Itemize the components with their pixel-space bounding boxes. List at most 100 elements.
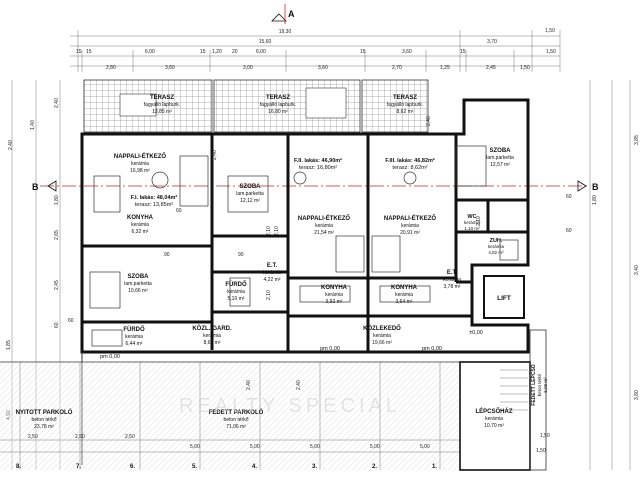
- dim-r2-0: 15: [76, 49, 82, 55]
- svg-text:SZOBA: SZOBA: [490, 148, 512, 154]
- svg-text:kerámia: kerámia: [464, 220, 481, 225]
- svg-text:ZUH.: ZUH.: [490, 238, 503, 244]
- svg-text:beton térkő: beton térkő: [31, 417, 56, 423]
- dim-bottom-6: 5,00: [370, 444, 380, 450]
- dim-inner-5: 2,10: [476, 216, 482, 226]
- room-lepcsohaz: LÉPCSŐHÁZ kerámia 10,70 m²: [475, 407, 512, 429]
- dim-bottom-7: 5,00: [420, 444, 430, 450]
- svg-text:NYITOTT PARKOLÓ: NYITOTT PARKOLÓ: [16, 408, 73, 416]
- room-szoba-1: SZOBA lam.parketta 10,66 m²: [124, 274, 152, 294]
- room-nyitott-parkolo: NYITOTT PARKOLÓ beton térkő 23,78 m²: [16, 408, 73, 430]
- dim-r2-10: 1,50: [546, 49, 556, 55]
- dim-inner-8: 60: [68, 318, 74, 324]
- svg-text:4,22 m²: 4,22 m²: [264, 277, 281, 283]
- svg-text:terasz: 8,62m²: terasz: 8,62m²: [392, 165, 427, 171]
- svg-text:F.II. lakás: 46,90m²: F.II. lakás: 46,90m²: [294, 157, 342, 164]
- svg-text:71,06 m²: 71,06 m²: [226, 424, 246, 430]
- right-dimension-lines: 3,85 1,80 60 3,40 60 3,80 1,50: [540, 80, 640, 470]
- dim-bottom-1: 2,50: [75, 434, 85, 440]
- dim-bottom-5: 5,00: [310, 444, 320, 450]
- svg-text:kerámia: kerámia: [488, 244, 505, 249]
- svg-text:F.III. lakás: 46,82m²: F.III. lakás: 46,82m²: [385, 157, 435, 164]
- svg-text:16,98 m²: 16,98 m²: [130, 168, 150, 174]
- dim-right-6: 1,50: [540, 433, 550, 439]
- svg-text:NAPPALI-ÉTKEZŐ: NAPPALI-ÉTKEZŐ: [298, 214, 351, 222]
- svg-text:FEDETT LÉPCSŐ: FEDETT LÉPCSŐ: [529, 364, 537, 406]
- room-kozl-gard: KÖZL.-GARD. kerámia 8,64 m²: [192, 325, 232, 346]
- svg-text:kerámia: kerámia: [401, 223, 419, 229]
- axis-num-2: 2.: [372, 464, 377, 470]
- dim-r3-2: 3,00: [243, 65, 253, 71]
- svg-text:16,80 m²: 16,80 m²: [268, 109, 288, 115]
- level-mark-4: pm 0,00: [422, 346, 442, 352]
- svg-text:kerámia: kerámia: [315, 223, 333, 229]
- dim-right-4: 60: [566, 228, 572, 234]
- room-et-1: E.T. kerámia 4,22 m²: [263, 263, 281, 283]
- svg-text:23,78 m²: 23,78 m²: [34, 424, 54, 430]
- svg-text:TERASZ: TERASZ: [150, 95, 174, 101]
- dim-r2-5: 20: [232, 49, 238, 55]
- dim-r3-1: 3,60: [165, 65, 175, 71]
- room-szoba-2: SZOBA lam.parketta 12,12 m²: [236, 184, 264, 204]
- svg-text:3,92 m²: 3,92 m²: [326, 299, 343, 305]
- svg-text:13,85 m²: 13,85 m²: [152, 109, 172, 115]
- dim-r3-4: 2,70: [392, 65, 402, 71]
- room-szoba-3: SZOBA lam.parketta 12,57 m²: [486, 148, 514, 168]
- dim-left-2: 1,40: [30, 120, 36, 130]
- svg-text:19,66 m²: 19,66 m²: [372, 340, 392, 346]
- apartment-summary-1: F.I. lakás: 48,04m² terasz: 13,85m²: [131, 194, 178, 208]
- room-konyha-2: KONYHA kerámia 3,92 m²: [321, 285, 348, 305]
- room-lift: LIFT: [497, 295, 511, 302]
- svg-text:E.T.: E.T.: [447, 270, 458, 276]
- dim-r3-3: 3,60: [318, 65, 328, 71]
- room-furdo-1: FÜRDŐ kerámia 6,44 m²: [123, 326, 145, 347]
- terraces: [83, 79, 429, 133]
- svg-text:KONYHA: KONYHA: [391, 285, 418, 291]
- axis-num-4: 4.: [252, 464, 257, 470]
- svg-text:lam.parketta: lam.parketta: [124, 281, 152, 287]
- room-zuh: ZUH. kerámia 4,82 m²: [488, 238, 505, 255]
- dim-right-2: 60: [566, 194, 572, 200]
- dim-r2-2: 6,00: [145, 49, 155, 55]
- dim-left-7: 1,85: [6, 340, 12, 350]
- svg-text:NAPPALI-ÉTKEZŐ: NAPPALI-ÉTKEZŐ: [114, 152, 167, 160]
- svg-text:F.I. lakás: 48,04m²: F.I. lakás: 48,04m²: [131, 194, 178, 201]
- dim-inner-2: 2,10: [266, 226, 272, 236]
- dim-inner-7: 90: [238, 252, 244, 258]
- dim-left-4: 2,65: [54, 230, 60, 240]
- dim-left-1: 2,40: [54, 98, 60, 108]
- svg-text:terasz: 13,85m²: terasz: 13,85m²: [135, 202, 173, 208]
- svg-text:fagyálló lapburk.: fagyálló lapburk.: [144, 102, 180, 108]
- axis-label-b-right: B: [592, 182, 599, 192]
- dim-r2-3: 15: [200, 49, 206, 55]
- svg-text:kerámia: kerámia: [443, 277, 461, 283]
- svg-text:5,10 m²: 5,10 m²: [228, 296, 245, 302]
- dim-top-1: 15,60: [259, 39, 272, 45]
- axis-num-5: 5.: [192, 464, 197, 470]
- furniture: [89, 145, 519, 347]
- inner-dimensions: 2,40 2,40 2,10 2,10 2,10 2,10 90 90 60 6…: [68, 116, 482, 390]
- dim-bottom-3: 5,00: [190, 444, 200, 450]
- svg-text:LÉPCSŐHÁZ: LÉPCSŐHÁZ: [475, 407, 512, 415]
- axis-label-b-left: B: [32, 182, 39, 192]
- dim-inner-1: 2,40: [426, 116, 432, 126]
- axis-label-a: A: [288, 9, 295, 19]
- dim-inner-11: 2,40: [296, 380, 302, 390]
- dim-left-3: 1,80: [54, 195, 60, 205]
- dim-total-width: 19,30: [279, 29, 292, 35]
- svg-text:3,64 m²: 3,64 m²: [396, 299, 413, 305]
- axis-num-1: 1.: [432, 464, 437, 470]
- svg-text:6,44 m²: 6,44 m²: [126, 341, 143, 347]
- dim-bottom-0: 2,50: [28, 434, 38, 440]
- dim-r2-9: 15: [460, 49, 466, 55]
- svg-text:beton térkő: beton térkő: [223, 417, 248, 423]
- room-kozlekedo: KÖZLEKEDŐ kerámia 19,66 m²: [363, 325, 401, 346]
- room-wc: WC kerámia 1,10 m²: [464, 214, 481, 231]
- apartment-summary-3: F.III. lakás: 46,82m² terasz: 8,62m²: [385, 157, 435, 171]
- svg-text:beton térkő: beton térkő: [537, 373, 542, 396]
- svg-text:12,12 m²: 12,12 m²: [240, 198, 260, 204]
- room-terasz-3: TERASZ fagyálló lapburk. 8,62 m²: [387, 95, 423, 115]
- dim-inner-4: 2,10: [266, 290, 272, 300]
- svg-text:KÖZL.-GARD.: KÖZL.-GARD.: [192, 325, 232, 332]
